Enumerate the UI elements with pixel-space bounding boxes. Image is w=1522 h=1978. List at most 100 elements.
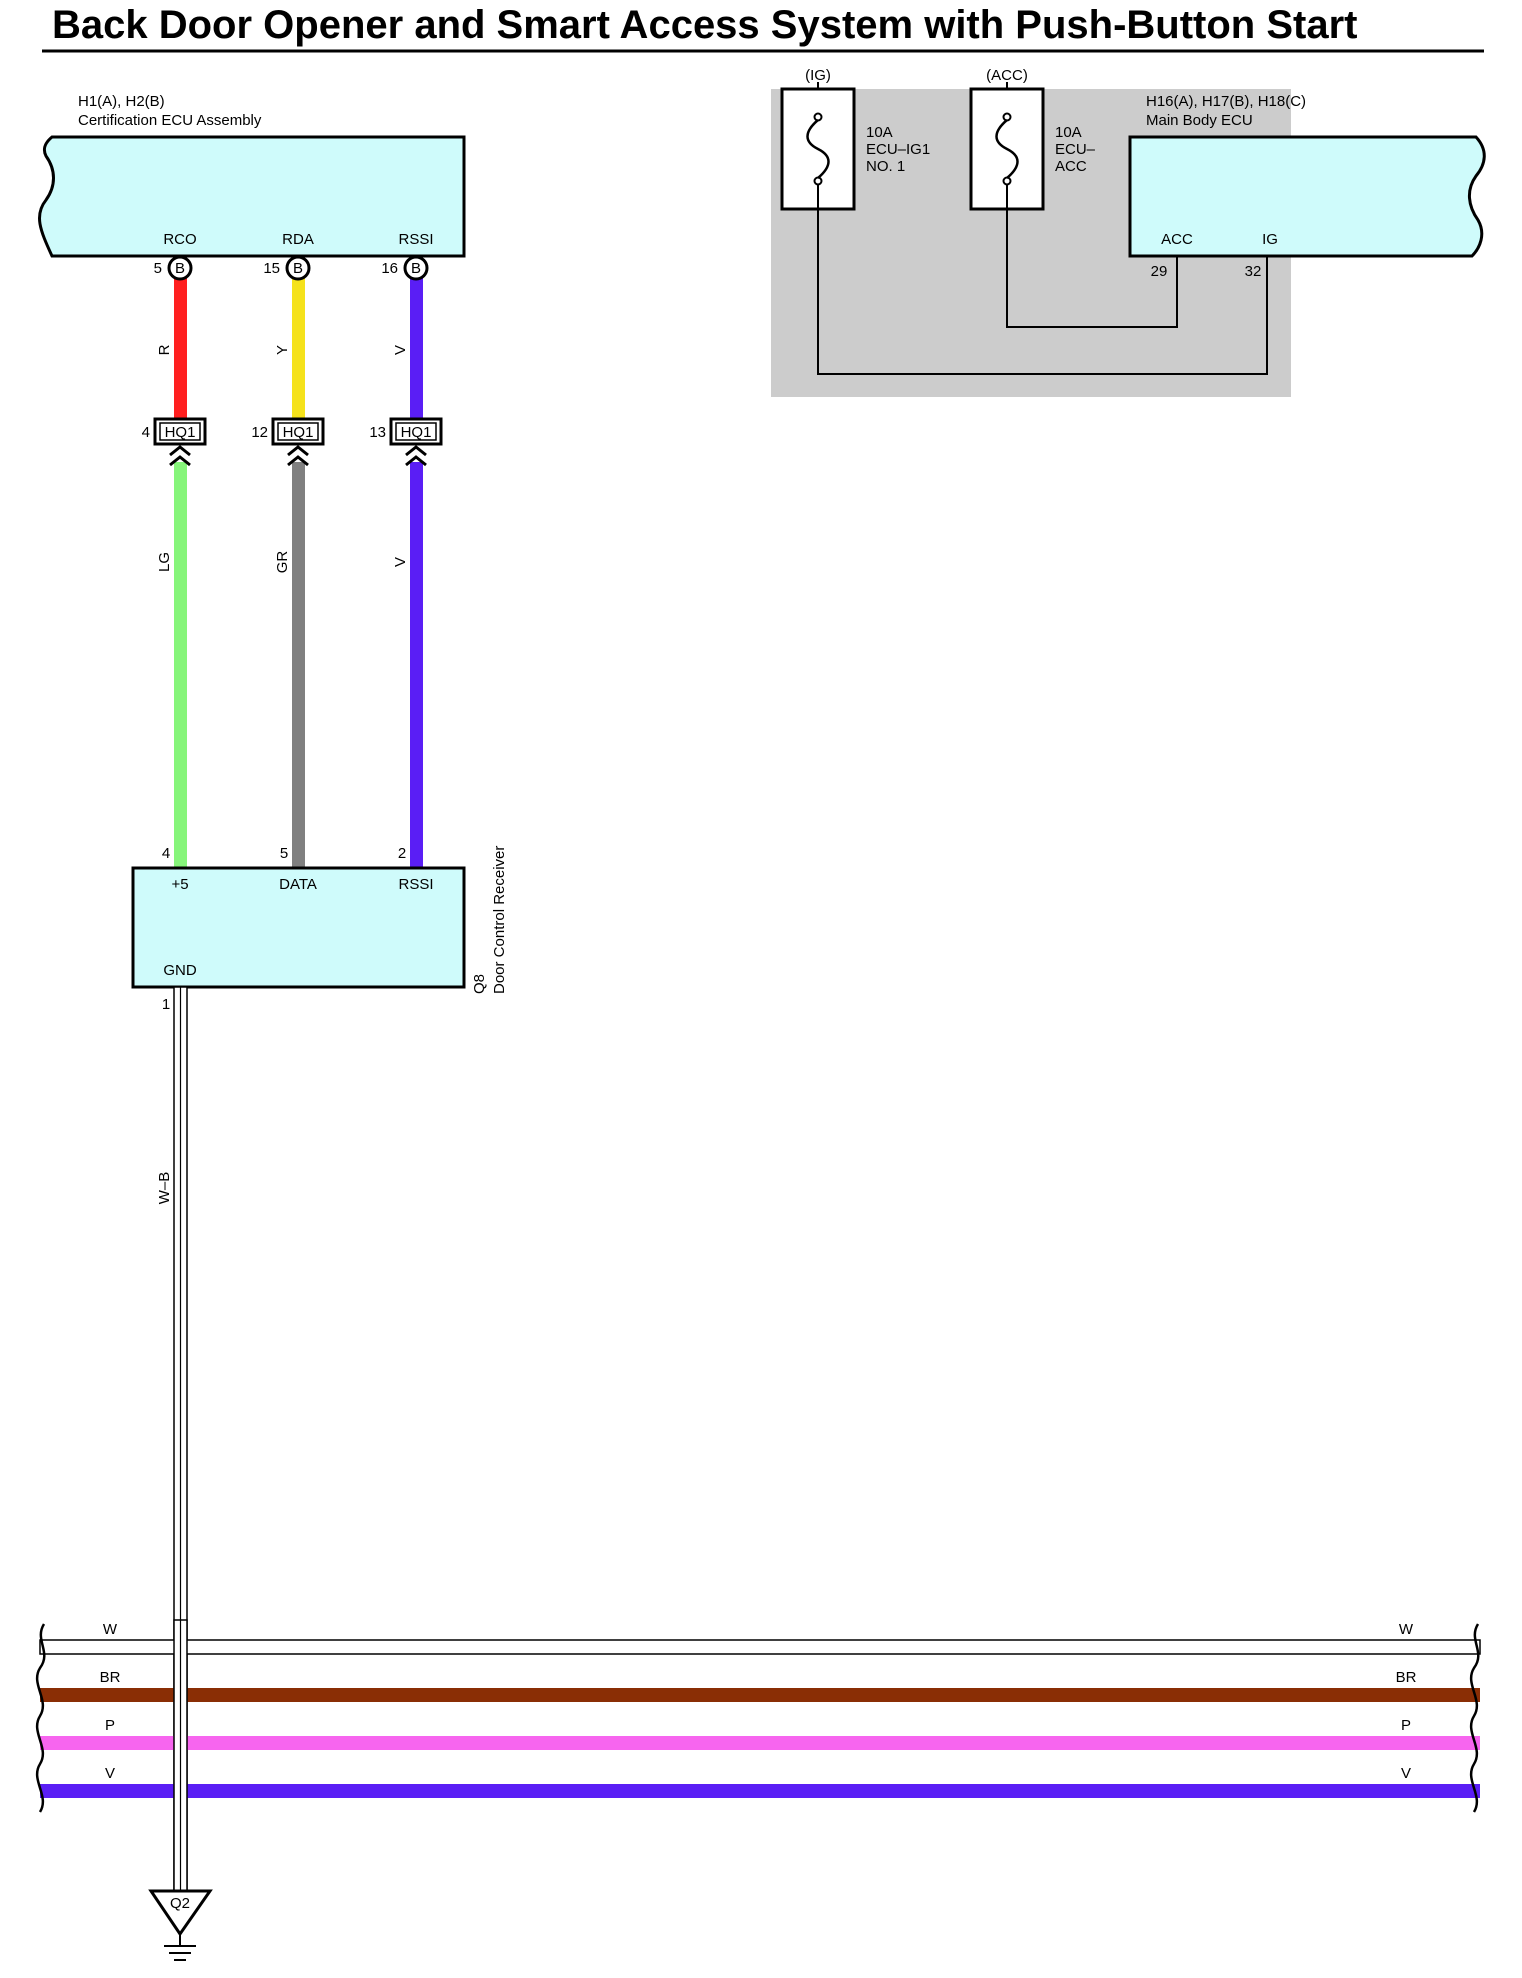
main-body-ecu-name: Main Body ECU	[1146, 112, 1253, 129]
bus-label-w-left: W	[103, 1621, 118, 1638]
pin-connector-rssi: B	[411, 260, 421, 277]
lower-wires: LG GR V	[156, 462, 423, 868]
main-body-terminal-ig: IG	[1262, 231, 1278, 248]
connector-chevron	[405, 445, 427, 457]
fuse-rating-acc: 10A	[1055, 124, 1082, 141]
cert-ecu-name: Certification ECU Assembly	[78, 112, 262, 129]
receiver-pin-rssi: 2	[398, 845, 406, 862]
receiver-terminal-gnd: GND	[163, 962, 197, 979]
wire-v-upper	[410, 278, 423, 420]
connector-chevron	[405, 455, 427, 467]
bus-line-v	[40, 1784, 1480, 1798]
receiver-pin-data: 5	[280, 845, 288, 862]
ground-point: Q2	[148, 1889, 213, 1961]
pin-number-rda: 15	[263, 260, 280, 277]
fuse-symbol	[995, 119, 1019, 179]
bus-line-br	[40, 1688, 1480, 1702]
pin-circle-15	[285, 255, 311, 281]
wire-lg	[174, 462, 187, 868]
wire-label-w-b: W–B	[156, 1172, 173, 1205]
cert-pins: B B B 5 15 16	[154, 255, 429, 281]
main-body-ecu-box	[1128, 135, 1486, 258]
main-body-pin-acc: 29	[1151, 263, 1168, 280]
junction-pin-12: 12	[251, 424, 268, 441]
connector-chevron	[287, 445, 309, 457]
fuse-name-acc-line1: ECU–	[1055, 141, 1096, 158]
fuse-circuit-acc: (ACC)	[986, 67, 1028, 84]
junction-name-13: HQ1	[401, 424, 432, 441]
wire-label-y: Y	[274, 345, 291, 355]
break-mark-left	[35, 1623, 46, 1813]
wire-label-v-lower: V	[392, 557, 409, 567]
wire-ig-circuit	[817, 185, 1268, 375]
fuse-ecu-ig1: (IG) 10A ECU–IG1 NO. 1	[780, 67, 930, 211]
wire-acc-circuit	[1006, 185, 1178, 328]
fuse-circuit-ig: (IG)	[805, 67, 831, 84]
wire-v-lower	[410, 462, 423, 868]
junction-connector-13: HQ1 13	[369, 417, 443, 467]
connector-chevron	[287, 455, 309, 467]
cert-terminal-rssi: RSSI	[398, 231, 433, 248]
junction-pin-4: 4	[142, 424, 150, 441]
wire-gr	[292, 462, 305, 868]
bus-line-w	[39, 1639, 1481, 1655]
pin-circle-16	[403, 255, 429, 281]
receiver-terminal-plus5: +5	[171, 876, 188, 893]
main-body-ecu-codes: H16(A), H17(B), H18(C)	[1146, 93, 1306, 110]
fuse-name-ig-line2: NO. 1	[866, 158, 905, 175]
diagram-title: Back Door Opener and Smart Access System…	[52, 3, 1358, 47]
receiver-terminal-rssi: RSSI	[398, 876, 433, 893]
bus-lines: W W BR BR P P V V	[35, 1621, 1481, 1813]
main-body-pin-ig: 32	[1245, 263, 1262, 280]
pin-number-rco: 5	[154, 260, 162, 277]
cert-terminal-rda: RDA	[282, 231, 314, 248]
fuse-name-ig-line1: ECU–IG1	[866, 141, 930, 158]
bus-line-p	[40, 1736, 1480, 1750]
receiver-box	[131, 866, 466, 989]
wire-r	[174, 278, 187, 420]
main-body-terminal-acc: ACC	[1161, 231, 1193, 248]
certification-ecu: H1(A), H2(B) Certification ECU Assembly …	[38, 93, 466, 258]
pin-circle-5	[167, 255, 193, 281]
connector-chevron	[169, 445, 191, 457]
cert-ecu-box	[38, 135, 466, 258]
cert-terminal-rco: RCO	[163, 231, 196, 248]
main-body-ecu: H16(A), H17(B), H18(C) Main Body ECU ACC…	[1128, 93, 1486, 280]
wire-label-r: R	[156, 344, 173, 355]
cert-ecu-codes: H1(A), H2(B)	[78, 93, 165, 110]
pin-connector-rco: B	[175, 260, 185, 277]
pin-number-rssi: 16	[381, 260, 398, 277]
wire-label-v-upper: V	[392, 345, 409, 355]
fuse-rating-ig: 10A	[866, 124, 893, 141]
junction-name-4: HQ1	[165, 424, 196, 441]
bus-label-w-right: W	[1399, 1621, 1414, 1638]
ground-triangle	[148, 1889, 213, 1937]
receiver-pin-plus5: 4	[162, 845, 170, 862]
receiver-terminal-data: DATA	[279, 876, 317, 893]
wire-label-lg: LG	[156, 552, 173, 572]
fuse-symbol	[806, 119, 830, 179]
wire-y	[292, 278, 305, 420]
ground-point-label: Q2	[170, 1895, 190, 1912]
junction-pin-13: 13	[369, 424, 386, 441]
wire-label-gr: GR	[274, 551, 291, 574]
bus-label-v-left: V	[105, 1765, 115, 1782]
connector-chevron	[169, 455, 191, 467]
bus-label-br-left: BR	[100, 1669, 121, 1686]
pin-connector-rda: B	[293, 260, 303, 277]
door-control-receiver: 4 5 2 +5 DATA RSSI GND 1 Q8 Door Control…	[131, 845, 508, 1013]
bus-label-br-right: BR	[1396, 1669, 1417, 1686]
bus-label-v-right: V	[1401, 1765, 1411, 1782]
junction-connector-12: HQ1 12	[251, 417, 325, 467]
junction-connector-4: HQ1 4	[142, 417, 207, 467]
bus-label-p-right: P	[1401, 1717, 1411, 1734]
upper-wires: R Y V	[156, 278, 423, 420]
receiver-code: Q8	[471, 974, 488, 994]
break-mark-right	[1469, 1623, 1480, 1813]
junction-connectors: HQ1 4 HQ1 12 HQ1 13	[142, 417, 443, 467]
receiver-name: Door Control Receiver	[491, 846, 508, 994]
bus-label-p-left: P	[105, 1717, 115, 1734]
fuse-name-acc-line2: ACC	[1055, 158, 1087, 175]
receiver-pin-gnd: 1	[162, 996, 170, 1013]
